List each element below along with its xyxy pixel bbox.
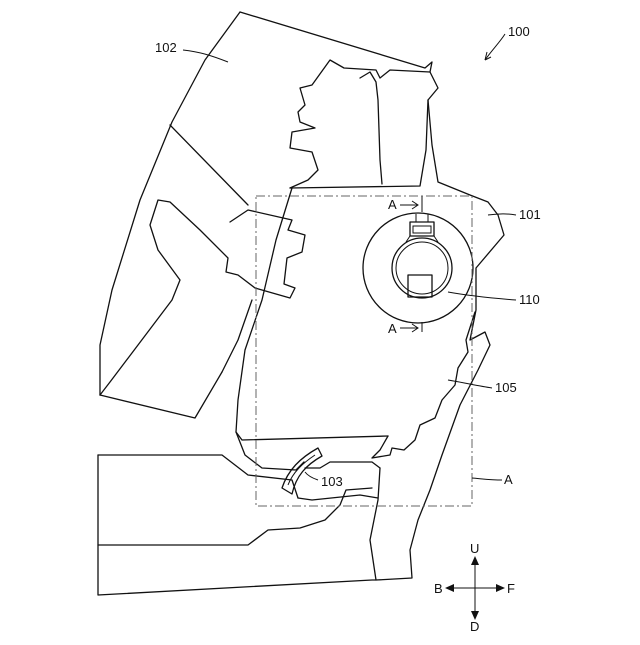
- leader-lines: [183, 34, 516, 480]
- label-lever: 103: [321, 474, 343, 489]
- frame-105: [236, 188, 475, 470]
- label-window: 110: [519, 292, 540, 307]
- label-device: 100: [508, 24, 530, 39]
- dir-front: F: [507, 581, 515, 596]
- window-110: [363, 213, 473, 323]
- reference-labels: 100 102 101 110 105 103 A A A: [155, 24, 541, 489]
- label-section-bottom: A: [388, 321, 397, 336]
- dir-down: D: [470, 619, 479, 634]
- arrow-up-icon: [471, 556, 479, 565]
- label-region: A: [504, 472, 513, 487]
- dir-back: B: [434, 581, 443, 596]
- lever-103: [282, 448, 322, 494]
- cover-102: [100, 12, 432, 418]
- dir-up: U: [470, 541, 479, 556]
- direction-indicator: U D B F: [434, 541, 515, 634]
- label-section-top: A: [388, 197, 397, 212]
- label-frame: 105: [495, 380, 517, 395]
- label-housing: 101: [519, 207, 541, 222]
- region-a-box: [256, 196, 472, 506]
- section-line-a: [400, 196, 422, 332]
- arrow-back-icon: [445, 584, 454, 592]
- label-cover: 102: [155, 40, 177, 55]
- arrow-front-icon: [496, 584, 505, 592]
